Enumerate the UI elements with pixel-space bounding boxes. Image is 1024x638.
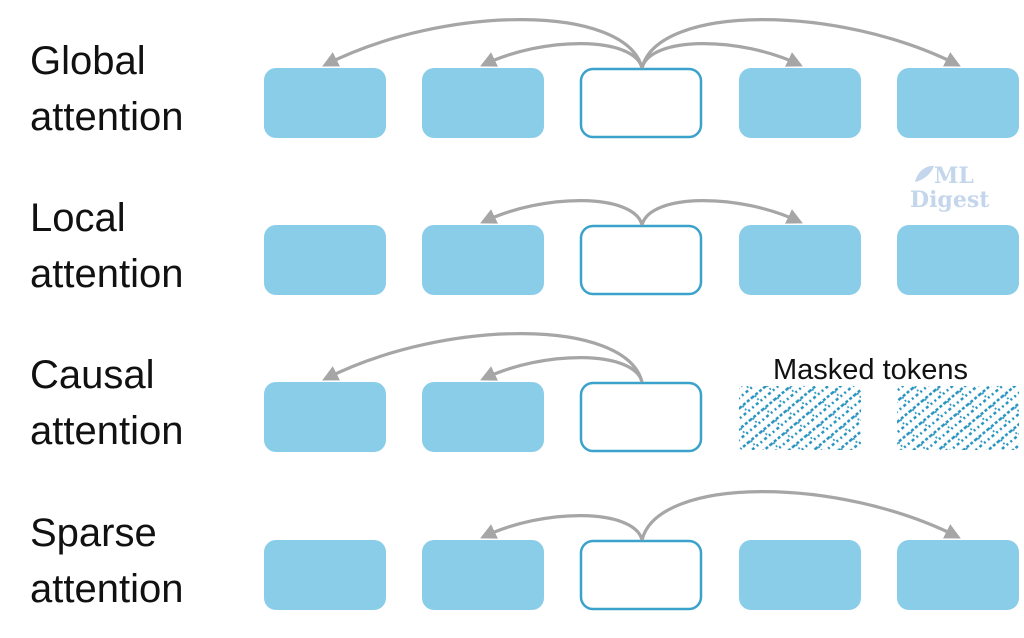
attention-arrow <box>640 199 803 226</box>
token-box <box>264 68 386 138</box>
token-box <box>422 68 544 138</box>
attention-arrow <box>322 18 644 69</box>
watermark-logo: ML Digest <box>910 163 990 213</box>
masked-tokens-label: Masked tokens <box>773 354 968 386</box>
token-box <box>422 225 544 295</box>
token-box <box>897 540 1019 610</box>
row-label-line: Local <box>30 196 126 240</box>
attention-arrow <box>480 42 644 69</box>
masked-token-box <box>739 386 861 450</box>
attention-arrow <box>480 356 644 383</box>
row-2: Causal attention Masked tokens <box>30 332 1019 453</box>
row-label-line: attention <box>30 95 183 139</box>
attention-arrow <box>322 332 644 383</box>
token-box <box>264 540 386 610</box>
watermark-line2: Digest <box>910 187 990 213</box>
row-label-line: attention <box>30 567 183 611</box>
masked-token-box <box>897 386 1019 450</box>
token-box <box>422 540 544 610</box>
token-box <box>264 382 386 452</box>
token-box <box>897 68 1019 138</box>
row-3: Sparse attention <box>30 490 1019 611</box>
token-box <box>422 382 544 452</box>
row-label-line: Global <box>30 39 146 83</box>
leaf-icon <box>915 165 934 182</box>
row-label-line: Sparse <box>30 511 157 555</box>
token-box <box>897 225 1019 295</box>
token-box <box>739 540 861 610</box>
attention-arrow <box>640 490 961 541</box>
query-token-box <box>579 381 703 453</box>
query-token-box <box>579 67 703 139</box>
row-label-line: attention <box>30 409 183 453</box>
attention-arrow <box>640 42 803 69</box>
row-0: Global attention <box>30 18 1019 139</box>
attention-arrow <box>480 199 644 226</box>
query-token-box <box>579 539 703 611</box>
token-box <box>739 225 861 295</box>
watermark-line1: ML <box>934 163 974 189</box>
query-token-box <box>579 224 703 296</box>
token-box <box>739 68 861 138</box>
row-label-line: Causal <box>30 353 155 397</box>
attention-arrow <box>480 514 644 541</box>
row-label-line: attention <box>30 252 183 296</box>
row-1: Local attention <box>30 196 1019 296</box>
token-box <box>264 225 386 295</box>
attention-arrow <box>640 18 961 69</box>
rows-layer: GlobalattentionLocalattentionCausalatten… <box>30 18 1019 611</box>
